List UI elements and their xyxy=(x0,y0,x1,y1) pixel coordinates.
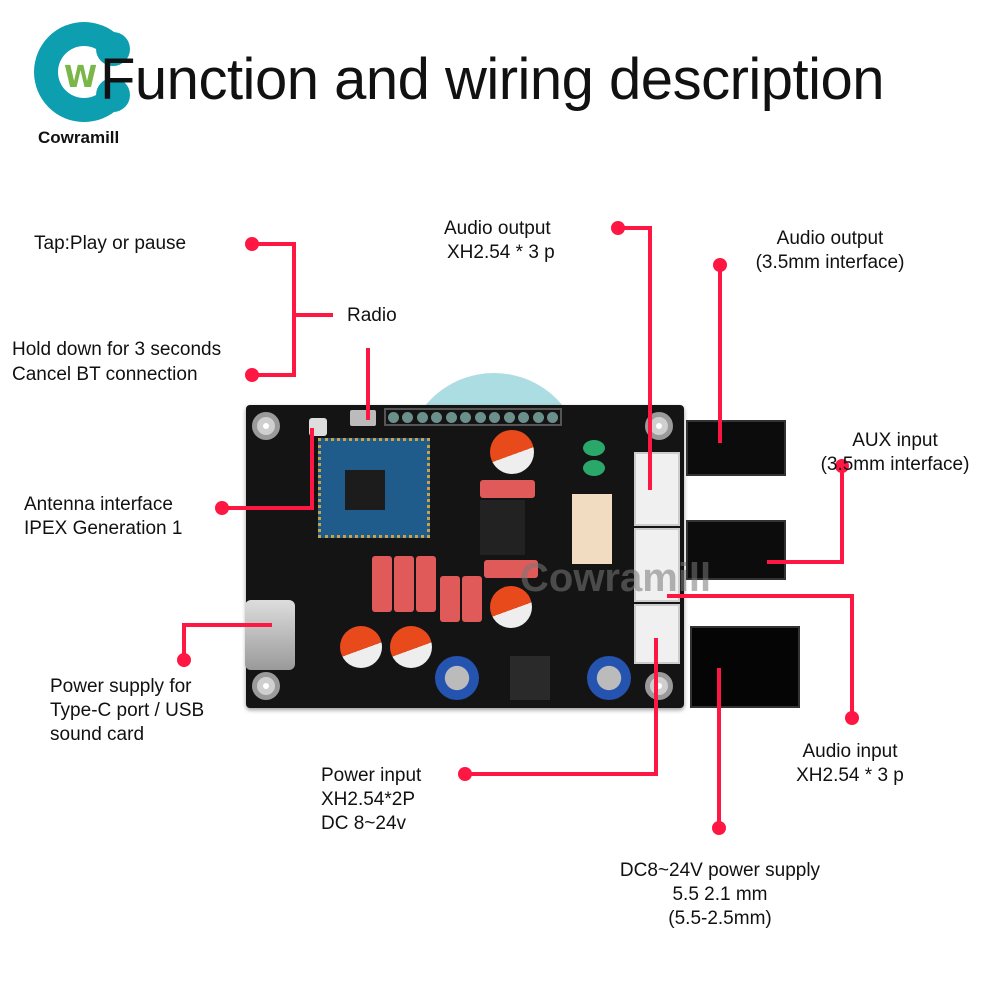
dot-audio-out-35 xyxy=(713,258,727,272)
label-typec-line2: Type-C port / USB xyxy=(50,700,205,721)
capacitor xyxy=(435,656,479,700)
brand-name: Cowramill xyxy=(38,128,120,147)
dot-tap xyxy=(245,237,259,251)
label-dc-line2: 5.5 2.1 mm xyxy=(672,884,768,905)
mount-hole xyxy=(252,672,280,700)
mount-hole xyxy=(645,672,673,700)
dc-barrel-jack[interactable] xyxy=(690,626,800,708)
dot-antenna xyxy=(215,501,229,515)
label-audio-out-35-line2: (3.5mm interface) xyxy=(755,252,905,273)
dot-power-in xyxy=(458,767,472,781)
label-power-in-line2: XH2.54*2P xyxy=(321,789,416,810)
audio-output-jack[interactable] xyxy=(686,420,786,476)
aux-input-jack[interactable] xyxy=(686,520,786,580)
cowramill-logo-icon: W xyxy=(64,60,97,95)
film-capacitor xyxy=(480,480,535,498)
label-aux-line1: AUX input xyxy=(852,430,938,451)
label-audio-in-line1: Audio input xyxy=(802,741,898,762)
label-tap: Tap:Play or pause xyxy=(34,233,187,254)
dot-audio-out-xh xyxy=(611,221,625,235)
watermark-text: Cowramill xyxy=(520,556,712,600)
film-capacitor xyxy=(484,560,538,578)
label-typec-line1: Power supply for xyxy=(50,676,192,697)
label-dc-line1: DC8~24V power supply xyxy=(619,860,821,881)
mount-hole xyxy=(252,412,280,440)
film-capacitor xyxy=(440,576,460,622)
label-audio-out-xh-line1: Audio output xyxy=(444,218,551,239)
dot-dc xyxy=(712,821,726,835)
label-antenna-line2: IPEX Generation 1 xyxy=(24,518,183,539)
label-typec-line3: sound card xyxy=(50,724,145,745)
dac-chip xyxy=(480,500,525,555)
film-capacitor xyxy=(394,556,414,612)
relay xyxy=(572,494,612,564)
leader-power-in xyxy=(465,638,658,776)
label-antenna-line1: Antenna interface xyxy=(24,494,173,515)
pin-header xyxy=(384,408,562,426)
capacitor xyxy=(587,656,631,700)
dot-aux xyxy=(835,459,849,473)
logo-cap-top xyxy=(96,32,130,66)
label-radio: Radio xyxy=(347,305,397,326)
label-dc-line3: (5.5-2.5mm) xyxy=(668,908,772,929)
film-capacitor xyxy=(416,556,436,612)
label-hold-line2: Cancel BT connection xyxy=(12,364,198,385)
leader-audio-out-xh xyxy=(618,226,652,490)
xh-audio-input-connector[interactable] xyxy=(634,528,680,602)
bt-chip xyxy=(345,470,385,510)
logo-cap-bottom xyxy=(96,78,130,112)
label-audio-out-35-line1: Audio output xyxy=(776,228,884,249)
voltage-regulator xyxy=(510,656,550,700)
capacitor xyxy=(490,430,534,474)
capacitor xyxy=(340,626,382,668)
film-capacitor xyxy=(372,556,392,612)
leader-typec xyxy=(182,623,272,660)
capacitor xyxy=(490,586,532,628)
label-power-in-line3: DC 8~24v xyxy=(321,813,407,834)
label-audio-in-line2: XH2.54 * 3 p xyxy=(796,765,904,786)
green-capacitor xyxy=(583,440,605,456)
green-capacitor xyxy=(583,460,605,476)
dot-audio-in xyxy=(845,711,859,725)
label-aux-line2: (3.5mm interface) xyxy=(820,454,970,475)
label-audio-out-xh-line2: XH2.54 * 3 p xyxy=(447,242,555,263)
leader-audio-in xyxy=(667,594,854,718)
label-power-in-line1: Power input xyxy=(321,765,422,786)
xh-audio-output-connector[interactable] xyxy=(634,452,680,526)
dot-typec xyxy=(177,653,191,667)
leader-aux xyxy=(767,466,844,564)
leader-antenna xyxy=(222,428,314,510)
dot-hold xyxy=(245,368,259,382)
label-hold-line1: Hold down for 3 seconds xyxy=(12,339,222,360)
capacitor xyxy=(390,626,432,668)
page-title: Function and wiring description xyxy=(100,47,885,112)
film-capacitor xyxy=(462,576,482,622)
leader-tap xyxy=(252,242,296,377)
usb-c-port[interactable] xyxy=(245,600,295,670)
